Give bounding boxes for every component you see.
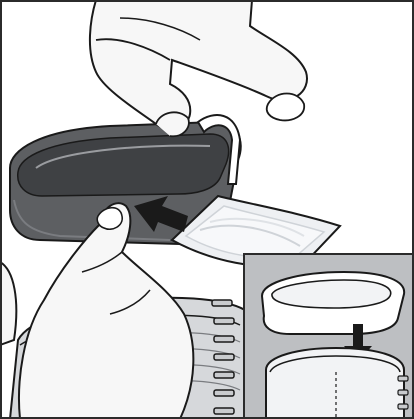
inset-panel (244, 254, 414, 419)
holder-icon (262, 272, 404, 334)
container-icon (266, 348, 408, 419)
